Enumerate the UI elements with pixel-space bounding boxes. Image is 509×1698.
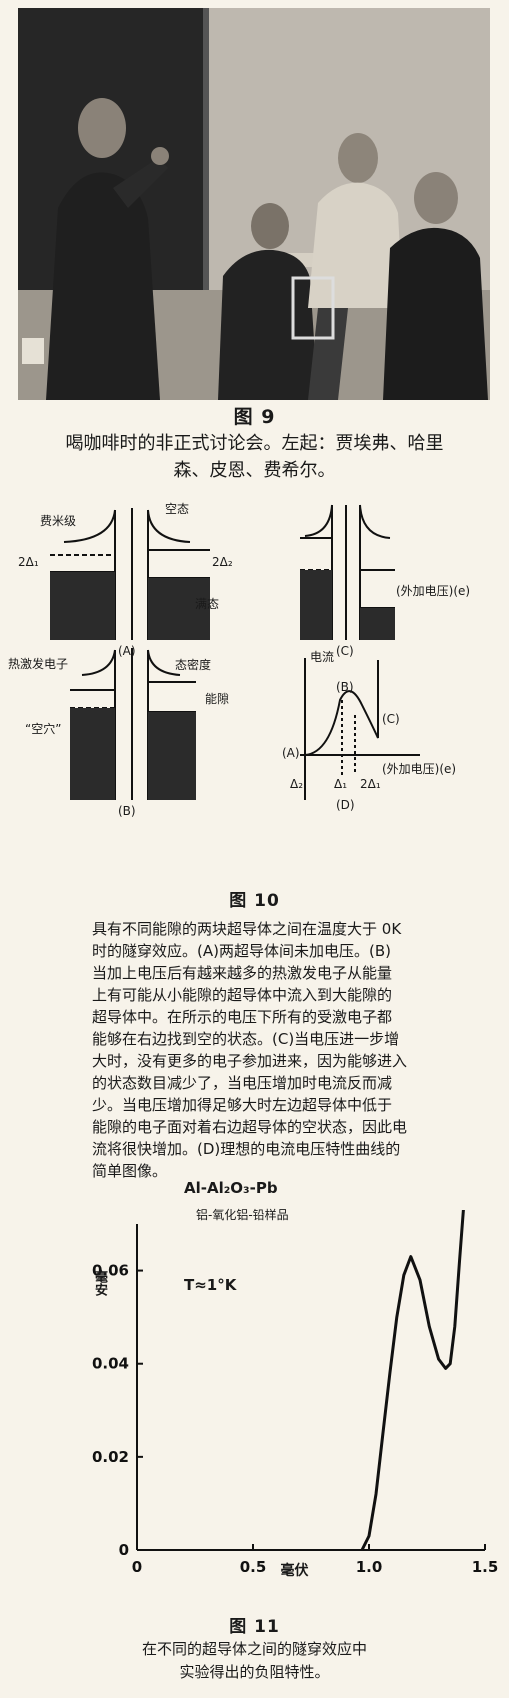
chart-y-axis-label: 毫安 xyxy=(92,1270,107,1296)
x-tick-label: 0 xyxy=(132,1558,142,1576)
label-d2tick: Δ₂ xyxy=(290,777,304,791)
label-current: 电流 xyxy=(310,650,335,664)
label-fermi: 费米级 xyxy=(40,514,77,528)
chart-sample-cn: 铝-氧化铝-铅样品 xyxy=(196,1208,289,1222)
fig10-caption-line: 能够在右边找到空的状态。(C)当电压进一步增 xyxy=(92,1030,400,1048)
label-gap: 能隙 xyxy=(205,692,230,706)
fig10-caption-line: 能隙的电子面对着右边超导体的空状态，因此电 xyxy=(92,1118,408,1136)
label-plot-c: (C) xyxy=(382,712,400,726)
fig10-caption: 具有不同能隙的两块超导体之间在温度大于 0K 时的隧穿效应。(A)两超导体间未加… xyxy=(92,918,432,1182)
label-dos: 态密度 xyxy=(175,658,212,672)
label-thermal: 热激发电子 xyxy=(8,657,69,671)
fig9-caption-line1: 喝咖啡时的非正式讨论会。左起：贾埃弗、哈里 xyxy=(65,433,444,454)
fig10-caption-line: 大时，没有更多的电子参加进来，因为能够进入 xyxy=(92,1052,408,1070)
label-2d1: 2Δ₁ xyxy=(360,777,381,791)
fig11-chart: 0 0.5 1.0 1.5 0 0.02 0.04 0.06 Al-Al₂O₃-Pb 铝-氧化… xyxy=(0,1179,509,1610)
label-extvolt-c: (外加电压)(e) xyxy=(396,584,471,598)
fig11-caption-line1: 在不同的超导体之间的隧穿效应中 xyxy=(141,1640,367,1658)
fig10-caption-line: 时的隧穿效应。(A)两超导体间未加电压。(B) xyxy=(92,942,391,960)
label-plot-b: (B) xyxy=(336,680,354,694)
y-tick-label: 0.02 xyxy=(92,1448,129,1466)
fig10-caption-line: 的状态数目减少了，当电压增加时电流反而减 xyxy=(92,1074,393,1092)
chart-temp-label: T≈1°K xyxy=(184,1276,237,1294)
label-b: (B) xyxy=(118,804,136,818)
chart-sample-label: Al-Al₂O₃-Pb xyxy=(184,1179,278,1197)
label-d: (D) xyxy=(336,798,355,812)
label-full: 满态 xyxy=(195,597,220,611)
fig10-diagram: 费米级 空态 2Δ₁ 2Δ₂ 满态 (A) (C) (外加电压)(e) 热激发电… xyxy=(0,500,509,830)
label-empty: 空态 xyxy=(165,502,190,516)
label-d2: 2Δ₂ xyxy=(212,555,233,569)
band-diagram-svg xyxy=(50,504,420,800)
y-tick-label: 0.06 xyxy=(92,1262,129,1280)
fig10-caption-line: 简单图像。 xyxy=(92,1162,168,1180)
x-tick-label: 1.5 xyxy=(472,1558,499,1576)
fig10-caption-line: 超导体中。在所示的电压下所有的受激电子都 xyxy=(92,1008,393,1026)
series-line xyxy=(360,1200,466,1551)
fig10-caption-line: 少。当电压增加得足够大时左边超导体中低于 xyxy=(92,1096,393,1114)
fig9-title: 图 9 xyxy=(233,406,276,428)
chart-svg: 0 0.5 1.0 1.5 0 0.02 0.04 0.06 xyxy=(92,1200,499,1576)
label-extvolt-d: (外加电压)(e) xyxy=(382,762,457,776)
label-c: (C) xyxy=(336,644,354,658)
label-a: (A) xyxy=(118,644,136,658)
label-d1: 2Δ₁ xyxy=(18,555,39,569)
photo xyxy=(18,8,490,400)
x-tick-label: 0.5 xyxy=(240,1558,267,1576)
fig9-caption-line2: 森、皮恩、费希尔。 xyxy=(173,460,336,481)
fig10-caption-line: 流将很快增加。(D)理想的电流电压特性曲线的 xyxy=(92,1140,401,1158)
x-tick-label: 1.0 xyxy=(356,1558,383,1576)
y-tick-label: 0 xyxy=(119,1541,129,1559)
label-d1tick: Δ₁ xyxy=(334,777,348,791)
photo-illustration xyxy=(18,8,490,400)
label-hole: “空穴” xyxy=(25,722,62,736)
fig10-title: 图 10 xyxy=(229,891,280,911)
fig11-title: 图 11 xyxy=(229,1617,280,1637)
fig10-caption-line: 具有不同能隙的两块超导体之间在温度大于 0K xyxy=(92,920,402,938)
fig11-caption-line2: 实验得出的负阻特性。 xyxy=(179,1663,330,1681)
fig10-caption-line: 上有可能从小能隙的超导体中流入到大能隙的 xyxy=(92,986,393,1004)
fig10-caption-line: 当加上电压后有越来越多的热激发电子从能量 xyxy=(92,964,393,982)
chart-x-axis-label: 毫伏 xyxy=(280,1563,309,1579)
y-tick-label: 0.04 xyxy=(92,1355,129,1373)
label-plot-a: (A) xyxy=(282,746,300,760)
